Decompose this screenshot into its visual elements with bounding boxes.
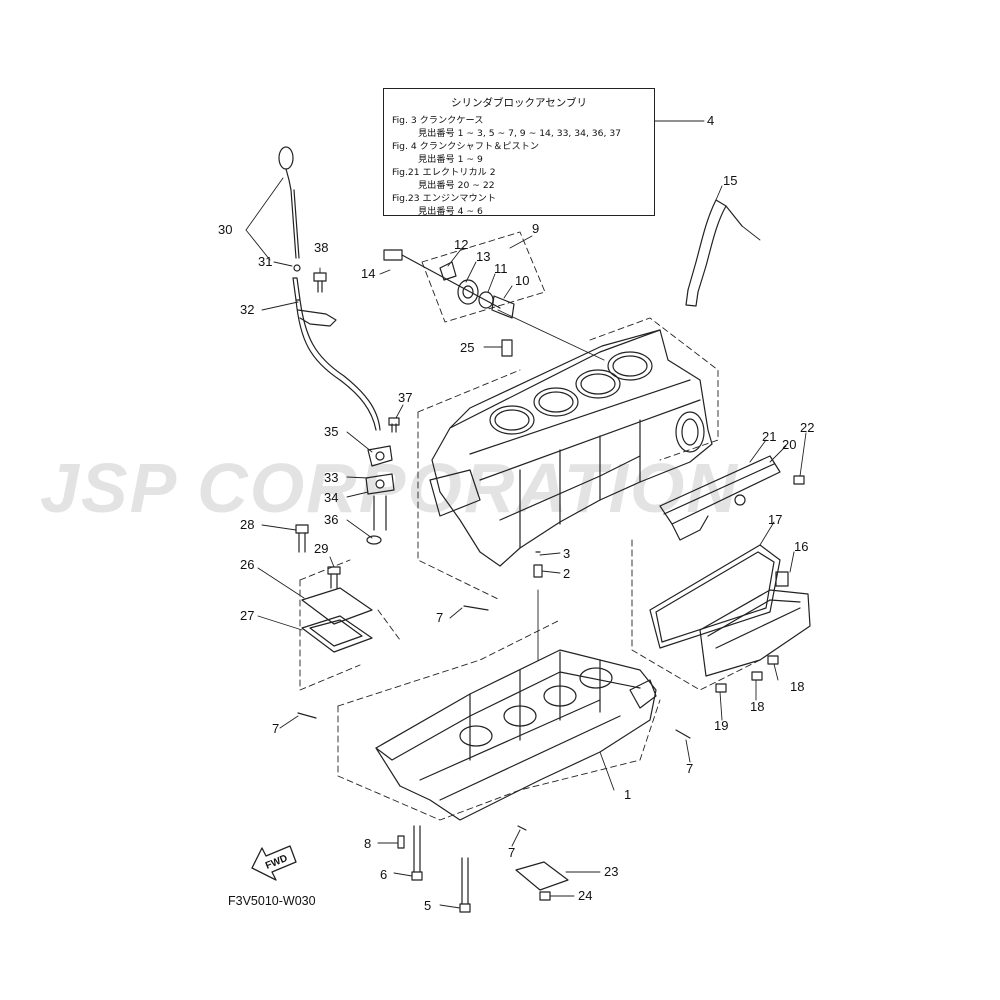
dowels-2-3	[533, 551, 543, 578]
callout-23: 23	[604, 864, 618, 879]
watermark: JSP CORPORATION	[40, 449, 739, 527]
callout-7a: 7	[436, 610, 443, 625]
callout-13: 13	[476, 249, 490, 264]
callout-32: 32	[240, 302, 254, 317]
callout-10: 10	[515, 273, 529, 288]
callout-20: 20	[782, 437, 796, 452]
crankcase-lower	[375, 649, 657, 821]
callout-12: 12	[454, 237, 468, 252]
legend-row-fig23-items: 見出番号 4 ~ 6	[418, 206, 483, 217]
callout-14: 14	[361, 266, 375, 281]
side-cover	[649, 544, 811, 677]
cylinder-block-upper	[429, 329, 713, 567]
callout-11: 11	[494, 261, 508, 276]
diagram-code: F3V5010-W030	[228, 894, 316, 908]
assembly-legend-box: シリンダブロックアセンブリ Fig. 3 クランクケース 見出番号 1 ~ 3,…	[383, 88, 655, 217]
callout-21: 21	[762, 429, 776, 444]
callout-22: 22	[800, 420, 814, 435]
callout-3: 3	[563, 546, 570, 561]
legend-row-fig21: Fig.21 エレクトリカル 2	[392, 167, 496, 178]
callout-1: 1	[624, 787, 631, 802]
callout-26: 26	[240, 557, 254, 572]
callout-5: 5	[424, 898, 431, 913]
oil-pipe-fittings	[365, 417, 400, 545]
dashed-group-lines	[299, 231, 761, 821]
callout-16: 16	[794, 539, 808, 554]
callout-19: 19	[714, 718, 728, 733]
callout-30: 30	[218, 222, 232, 237]
callout-4: 4	[707, 113, 714, 128]
legend-row-fig3-items: 見出番号 1 ~ 3, 5 ~ 7, 9 ~ 14, 33, 34, 36, 3…	[418, 128, 622, 139]
cover-plates	[295, 524, 373, 653]
dipstick-assembly	[278, 146, 381, 431]
callout-29: 29	[314, 541, 328, 556]
cover-bolts	[715, 655, 779, 693]
oil-pump-parts	[383, 249, 515, 319]
fwd-arrow-icon	[251, 845, 297, 881]
hose-15	[685, 199, 743, 307]
lower-bolts	[397, 825, 471, 913]
callout-37: 37	[398, 390, 412, 405]
callout-34: 34	[324, 490, 338, 505]
callout-31: 31	[258, 254, 272, 269]
callout-27: 27	[240, 608, 254, 623]
mount-plate	[515, 861, 569, 901]
legend-title: シリンダブロックアセンブリ	[451, 97, 587, 109]
callout-7d: 7	[508, 845, 515, 860]
legend-row-fig3: Fig. 3 クランクケース	[392, 115, 484, 126]
callout-7b: 7	[272, 721, 279, 736]
callout-17: 17	[768, 512, 782, 527]
callout-15: 15	[723, 173, 737, 188]
bolt-38	[313, 272, 327, 293]
callout-33: 33	[324, 470, 338, 485]
callout-8: 8	[364, 836, 371, 851]
legend-row-fig23: Fig.23 エンジンマウント	[392, 193, 497, 204]
callout-35: 35	[324, 424, 338, 439]
callout-36: 36	[324, 512, 338, 527]
callout-28: 28	[240, 517, 254, 532]
callout-38: 38	[314, 240, 328, 255]
callout-7c: 7	[686, 761, 693, 776]
callout-2: 2	[563, 566, 570, 581]
callout-18a: 18	[790, 679, 804, 694]
legend-row-fig4: Fig. 4 クランクシャフト＆ピストン	[392, 141, 540, 152]
callout-25: 25	[460, 340, 474, 355]
callout-18b: 18	[750, 699, 764, 714]
dowel-25	[501, 339, 513, 357]
manifold-cover	[659, 455, 805, 541]
pins-7	[297, 605, 691, 831]
callout-6: 6	[380, 867, 387, 882]
leader-lines	[245, 120, 807, 909]
callout-numbers: 4 15 9 12 13 11 10 14 30 31 38 32 25 37 …	[218, 113, 814, 913]
legend-row-fig21-items: 見出番号 20 ~ 22	[418, 180, 495, 191]
callout-9: 9	[532, 221, 539, 236]
legend-row-fig4-items: 見出番号 1 ~ 9	[418, 154, 483, 165]
callout-24: 24	[578, 888, 592, 903]
